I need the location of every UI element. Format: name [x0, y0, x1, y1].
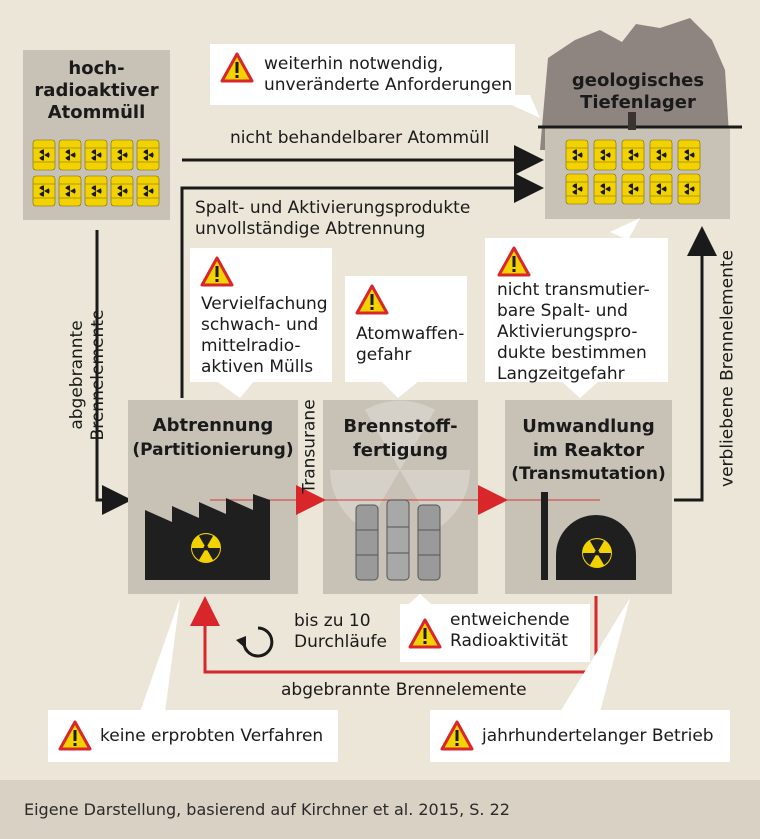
barrel-icon: [621, 139, 645, 171]
barrel-icon: [58, 139, 82, 171]
label-cycles: bis zu 10 Durchläufe: [294, 611, 387, 652]
barrel-icon: [84, 139, 108, 171]
transmutation-subtitle: (Transmutation): [511, 464, 666, 484]
factory-icon: [145, 494, 270, 580]
callout-no-methods: keine erprobten Verfahren: [48, 710, 338, 762]
barrel-icon: [565, 139, 589, 171]
waste-box: hoch- radioaktiver Atommüll: [23, 50, 170, 220]
callout-non-transmutable: nicht transmutier- bare Spalt- und Aktiv…: [485, 238, 668, 384]
barrel-icon: [84, 175, 108, 207]
pointer-non-transmutable: [610, 218, 640, 240]
separation-subtitle: (Partitionierung): [132, 440, 294, 460]
footer: Eigene Darstellung, basierend auf Kirchn…: [0, 780, 760, 839]
pointer-non-transmutable-b: [560, 380, 600, 398]
warning-icon: [220, 52, 254, 83]
callout-weapons-text: Atomwaffen- gefahr: [356, 324, 465, 365]
callout-radioactivity-text: entweichende Radioaktivität: [450, 610, 570, 651]
barrel-icon: [58, 175, 82, 207]
arrow-spent-fuel-bottom: [190, 596, 598, 674]
reactor-icon: [541, 492, 636, 580]
callout-non-transmutable-text: nicht transmutier- bare Spalt- und Aktiv…: [497, 280, 650, 384]
barrel-icon: [565, 173, 589, 205]
arrow-spent-fuel-left: [95, 230, 132, 515]
pointer-no-methods: [140, 598, 180, 712]
footer-source: Eigene Darstellung, basierend auf Kirchn…: [24, 800, 510, 819]
barrel-icon: [677, 139, 701, 171]
label-untreatable: nicht behandelbarer Atommüll: [230, 128, 490, 148]
repository-barrels-icon: [565, 139, 701, 205]
label-transurane: Transurane: [299, 399, 320, 494]
callout-requirements: weiterhin notwendig, unveränderte Anford…: [210, 44, 515, 105]
callout-multiplication-text: Vervielfachung schwach- und mittelradio-…: [201, 294, 328, 377]
label-spent-fuel-left: abgebrannte Brennelemente: [67, 309, 108, 441]
callout-no-methods-text: keine erprobten Verfahren: [100, 726, 324, 746]
warning-icon: [58, 720, 92, 751]
pointer-centuries: [560, 598, 630, 712]
warning-icon: [440, 720, 474, 751]
barrel-icon: [593, 139, 617, 171]
barrel-icon: [110, 175, 134, 207]
fabrication-title: Brennstoff- fertigung: [343, 416, 458, 461]
barrel-icon: [593, 173, 617, 205]
mountain-shape: [540, 18, 730, 150]
repository-shaft: [628, 112, 636, 130]
barrel-icon: [649, 173, 673, 205]
label-spent-fuel-bottom: abgebrannte Brennelemente: [281, 680, 527, 700]
barrel-icon: [621, 173, 645, 205]
pointer-multiplication: [215, 380, 255, 398]
label-fission-products: Spalt- und Aktivierungsprodukte unvollst…: [195, 198, 471, 239]
barrel-icon: [649, 139, 673, 171]
callout-centuries-text: jahrhundertelanger Betrieb: [482, 726, 714, 746]
callout-multiplication: Vervielfachung schwach- und mittelradio-…: [190, 248, 332, 382]
callout-radioactivity: entweichende Radioaktivität: [400, 604, 590, 662]
label-remaining-fuel: verbliebene Brennelemente: [717, 250, 738, 487]
arrow-fission-products: [180, 173, 544, 398]
barrel-icon: [110, 139, 134, 171]
waste-barrels-icon: [32, 139, 160, 207]
barrel-icon: [136, 139, 160, 171]
cycle-icon: [236, 626, 274, 658]
arrow-remaining-fuel: [674, 226, 717, 502]
callout-centuries: jahrhundertelanger Betrieb: [430, 710, 730, 762]
warning-icon: [408, 618, 442, 649]
pointer-weapons: [380, 380, 420, 398]
callout-requirements-text: weiterhin notwendig, unveränderte Anford…: [264, 54, 513, 95]
warning-icon: [200, 256, 234, 287]
separation-title: Abtrennung: [152, 415, 274, 436]
barrel-icon: [136, 175, 160, 207]
warning-icon: [497, 246, 531, 277]
barrel-icon: [32, 139, 56, 171]
fuel-rods-icon: [355, 499, 441, 581]
warning-icon: [355, 284, 389, 315]
transmutation-title: Umwandlung im Reaktor: [522, 416, 655, 461]
waste-title: hoch- radioaktiver Atommüll: [34, 58, 159, 123]
callout-weapons: Atomwaffen- gefahr: [345, 276, 467, 382]
repository-title: geologisches Tiefenlager: [571, 70, 705, 113]
barrel-icon: [677, 173, 701, 205]
barrel-icon: [32, 175, 56, 207]
